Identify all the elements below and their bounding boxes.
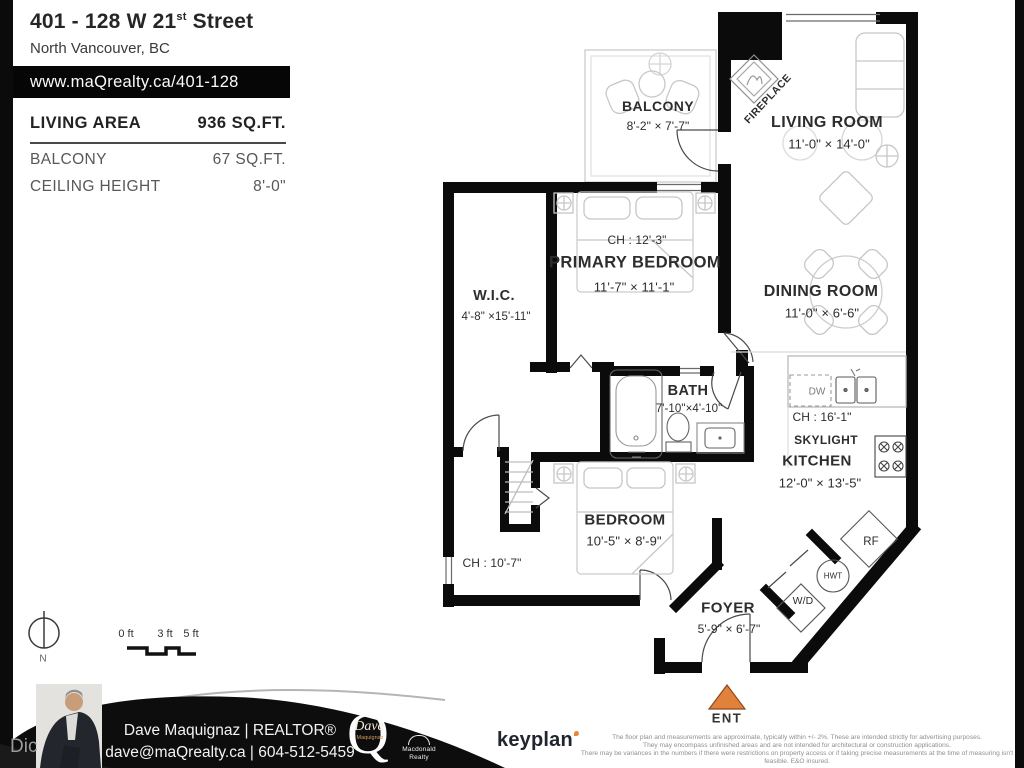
page-subtitle: North Vancouver, BC bbox=[30, 40, 170, 57]
room-label-primary: PRIMARY BEDROOM bbox=[549, 253, 721, 272]
page-title: 401 - 128 W 21st Street bbox=[30, 10, 253, 34]
living-area-label: LIVING AREA bbox=[30, 114, 142, 132]
ceiling-height-label: CEILING HEIGHT bbox=[30, 178, 161, 195]
room-label-bedroom: BEDROOM bbox=[584, 511, 666, 529]
room-dims-dining: 11'-0" × 6'-6" bbox=[784, 305, 860, 321]
balcony-area-row: BALCONY 67 SQ.FT. bbox=[30, 144, 286, 171]
room-dims-kitchen: 12'-0" × 13'-5" bbox=[778, 475, 862, 491]
walls bbox=[443, 12, 918, 674]
ceiling-height-value: 8'-0" bbox=[253, 178, 286, 195]
living-area-row: LIVING AREA 936 SQ.FT. bbox=[30, 108, 286, 144]
website-url[interactable]: www.maQrealty.ca/401-128 bbox=[30, 72, 239, 91]
balcony-area-label: BALCONY bbox=[30, 151, 107, 168]
windows bbox=[445, 13, 880, 584]
label-entry: ENT bbox=[711, 710, 743, 726]
scale-0ft: 0 ft bbox=[118, 628, 134, 640]
stats-panel: LIVING AREA 936 SQ.FT. BALCONY 67 SQ.FT.… bbox=[30, 108, 286, 198]
room-dims-bedroom: 10'-5" × 8'-9" bbox=[586, 533, 662, 549]
fireplace-icon bbox=[729, 54, 779, 104]
scale-bar bbox=[127, 646, 196, 656]
agent-name-line: Dave Maquignaz | REALTOR® bbox=[123, 722, 337, 739]
ceiling-bedroom: CH : 10'-7" bbox=[462, 556, 522, 570]
room-label-balcony: BALCONY bbox=[621, 98, 695, 114]
keyplan-wordmark: keyplan bbox=[497, 729, 573, 751]
north-arrow-icon bbox=[28, 611, 60, 649]
keyplan-dot-icon bbox=[573, 731, 579, 736]
ceiling-primary: CH : 12'-3" bbox=[607, 233, 667, 247]
keyplan-logo: keyplan bbox=[497, 729, 579, 752]
website-bar[interactable]: www.maQrealty.ca/401-128 bbox=[13, 66, 290, 98]
room-label-living: LIVING ROOM bbox=[771, 114, 883, 131]
room-label-bath: BATH bbox=[667, 383, 709, 399]
watermark-text: Dic bbox=[10, 736, 38, 757]
room-dims-bath: 7'-10"×4'-10" bbox=[655, 403, 723, 415]
label-hot-water-tank: HWT bbox=[823, 571, 843, 581]
title-main: 401 - 128 W 21 bbox=[30, 10, 177, 33]
scale-3ft: 3 ft bbox=[157, 628, 173, 640]
disclaimer-line: They may encompass unfinished areas and … bbox=[643, 742, 951, 749]
title-superscript: st bbox=[176, 11, 187, 23]
label-washer-dryer: W/D bbox=[792, 595, 814, 607]
balcony-area-value: 67 SQ.FT. bbox=[212, 151, 286, 168]
furniture bbox=[504, 32, 907, 575]
walls-angled bbox=[668, 520, 922, 671]
brand-line-1: Macdonald bbox=[402, 746, 436, 753]
room-label-wic: W.I.C. bbox=[473, 288, 515, 304]
room-dims-primary: 11'-7" × 11'-1" bbox=[593, 279, 675, 295]
ceiling-height-row: CEILING HEIGHT 8'-0" bbox=[30, 171, 286, 198]
room-label-kitchen: KITCHEN bbox=[782, 452, 852, 470]
brand-line-2: Realty bbox=[409, 753, 429, 761]
fixtures bbox=[609, 368, 907, 633]
living-area-value: 936 SQ.FT. bbox=[197, 114, 286, 132]
room-dims-wic: 4'-8" ×15'-11" bbox=[461, 311, 531, 323]
agent-q-logo: Q Dave Maquignaz bbox=[340, 705, 396, 768]
room-dims-living: 11'-0" × 14'-0" bbox=[788, 136, 870, 152]
q-logo-script: Dave bbox=[354, 719, 384, 734]
disclaimer-line: The floor plan and measurements are appr… bbox=[612, 734, 982, 741]
agent-contact-line[interactable]: dave@maQrealty.ca | 604-512-5459 bbox=[105, 744, 355, 761]
scale-5ft: 5 ft bbox=[183, 628, 199, 640]
q-logo-letter: Q bbox=[347, 701, 389, 766]
label-refrigerator: RF bbox=[863, 536, 879, 548]
room-label-foyer: FOYER bbox=[701, 599, 755, 617]
macdonald-realty-logo: Macdonald Realty bbox=[397, 735, 441, 761]
q-logo-script-sub: Maquignaz bbox=[356, 735, 384, 741]
disclaimer-line: There may be variances in the numbers if… bbox=[580, 750, 1014, 765]
disclaimer-text: The floor plan and measurements are appr… bbox=[578, 734, 1016, 766]
title-tail: Street bbox=[186, 10, 254, 33]
label-skylight: SKYLIGHT bbox=[794, 433, 858, 447]
label-dishwasher: DW bbox=[808, 386, 826, 398]
entry-arrow-icon bbox=[707, 684, 747, 710]
north-label: N bbox=[39, 653, 47, 665]
agent-photo bbox=[36, 684, 102, 768]
room-dims-foyer: 5'-9" × 6'-7" bbox=[697, 622, 761, 636]
doors bbox=[462, 129, 809, 663]
roof-icon bbox=[408, 735, 430, 745]
ceiling-kitchen: CH : 16'-1" bbox=[792, 410, 852, 424]
room-label-dining: DINING ROOM bbox=[763, 283, 879, 300]
room-dims-balcony: 8'-2" × 7'-7" bbox=[626, 119, 690, 133]
